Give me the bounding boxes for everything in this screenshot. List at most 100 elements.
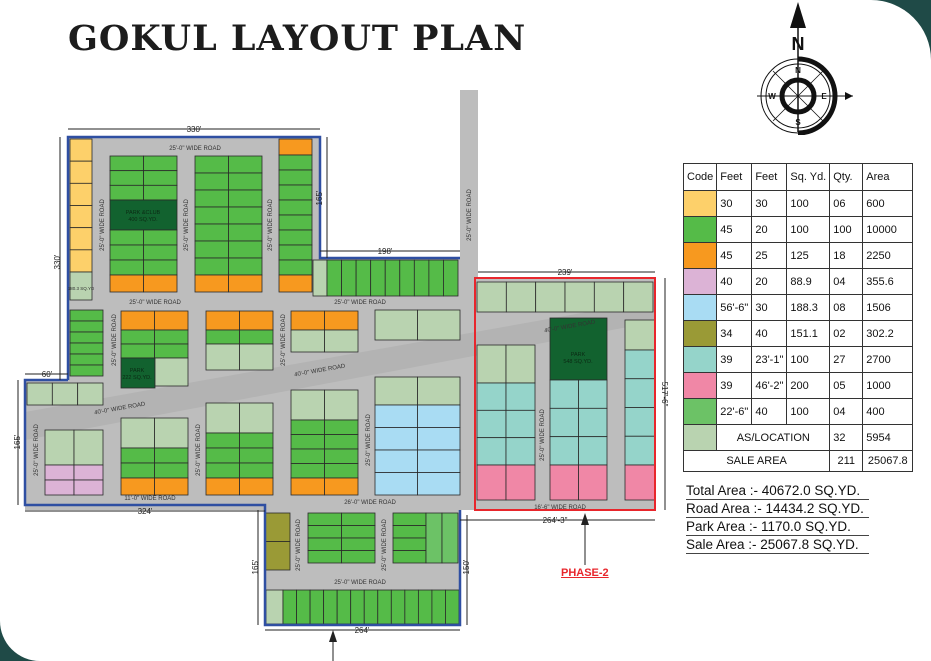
color-swatch	[682, 294, 718, 321]
plot	[69, 160, 93, 184]
legend-sqyd: 100	[786, 216, 831, 243]
legend-qty: 04	[829, 398, 864, 425]
road-label: 25'-0" WIDE ROAD	[268, 199, 274, 251]
legend-feet1: 22'-6"	[716, 398, 753, 425]
dim-left-lower: 165'	[13, 434, 22, 449]
plot	[154, 310, 189, 331]
road-label: 25'-0" WIDE ROAD	[540, 409, 546, 461]
plot	[278, 154, 313, 171]
compass-s: S	[795, 118, 801, 127]
plot	[350, 589, 365, 625]
plot	[69, 309, 104, 322]
plot	[505, 382, 536, 411]
plot	[154, 343, 189, 359]
plot	[374, 376, 418, 406]
plot	[228, 240, 263, 259]
plot	[307, 537, 342, 551]
park-area: Park Area :- 1170.0 SQ.YD.	[686, 518, 869, 536]
park-club-label: PARK &CLUB	[126, 210, 161, 216]
road-label: 25'-0" WIDE ROAD	[112, 314, 118, 366]
legend-header: Sq. Yd.	[786, 163, 831, 191]
plot	[505, 464, 536, 501]
legend-header: Feet	[751, 163, 788, 191]
legend-qty: 100	[829, 216, 864, 243]
dim-bottom: 264'	[355, 626, 370, 635]
plot	[239, 447, 274, 464]
dim-bottom-left: 324'	[138, 507, 153, 516]
road-label: 25'-0" WIDE ROAD	[467, 189, 473, 241]
plot	[120, 310, 155, 331]
as-location-area: 5954	[862, 424, 914, 451]
legend-qty: 08	[829, 294, 864, 321]
road-label: 25'-0" WIDE ROAD	[129, 300, 181, 306]
dim-right-top: 165'	[315, 190, 324, 205]
as-location-qty: 32	[829, 424, 864, 451]
plot	[324, 448, 359, 464]
plot	[309, 589, 325, 625]
plot	[143, 244, 178, 261]
plot	[307, 550, 342, 564]
legend-header-row: Code Feet Feet Sq. Yd. Qty. Area	[682, 163, 914, 191]
plot	[239, 402, 274, 434]
plot	[120, 462, 155, 479]
legend-area: 1506	[862, 294, 914, 321]
plot	[120, 329, 155, 345]
plot	[431, 589, 446, 625]
legend-sqyd: 88.9	[786, 268, 831, 295]
plot	[355, 259, 372, 297]
dim-phase2-bottom: 264'-3"	[543, 516, 568, 525]
dim-bottom-right-side: 150'	[462, 559, 471, 574]
plot	[549, 379, 579, 409]
legend-feet2: 20	[751, 216, 788, 243]
plot	[228, 223, 263, 242]
plot	[324, 310, 359, 331]
plot	[399, 259, 415, 297]
plot	[417, 589, 433, 625]
plot	[624, 407, 656, 437]
plot	[290, 477, 325, 496]
legend-qty: 06	[829, 190, 864, 217]
dim-bottom-left-side: 165'	[251, 559, 260, 574]
plot	[120, 343, 155, 359]
plot	[239, 477, 274, 496]
plot	[417, 427, 461, 451]
area-summary: Total Area :- 40672.0 SQ.YD. Road Area :…	[686, 482, 869, 554]
plot	[624, 378, 656, 408]
plot	[239, 343, 274, 371]
legend-feet2: 40	[751, 398, 788, 425]
plot	[228, 172, 263, 191]
plot	[109, 155, 144, 172]
plot	[326, 259, 342, 297]
plot	[205, 432, 240, 449]
road-label: 25'-0" WIDE ROAD	[281, 314, 287, 366]
color-swatch	[682, 216, 718, 243]
sale-area-total: 25067.8	[862, 450, 914, 472]
plot	[69, 205, 93, 229]
dim-left: 330'	[53, 254, 62, 269]
phase2-arrow	[581, 513, 589, 525]
legend-feet1: 30	[716, 190, 753, 217]
plot	[307, 525, 342, 539]
plot	[69, 353, 104, 366]
plot	[120, 477, 155, 496]
color-swatch	[682, 268, 718, 295]
compass-n: N	[795, 66, 801, 75]
plot	[228, 274, 263, 293]
as-location-label: AS/LOCATION	[716, 424, 831, 451]
plot	[549, 436, 579, 466]
plot	[205, 402, 240, 434]
road-label: 25'-0" WIDE ROAD	[334, 580, 386, 586]
plot	[194, 155, 229, 174]
plot	[228, 257, 263, 276]
plot	[44, 464, 75, 481]
plot	[278, 229, 313, 246]
plot	[505, 281, 537, 313]
plot	[228, 155, 263, 174]
plot	[239, 432, 274, 449]
legend-feet2: 40	[751, 320, 788, 347]
plot	[624, 435, 656, 466]
sale-area-label: SALE AREA	[682, 450, 831, 472]
total-area: Total Area :- 40672.0 SQ.YD.	[686, 482, 869, 500]
